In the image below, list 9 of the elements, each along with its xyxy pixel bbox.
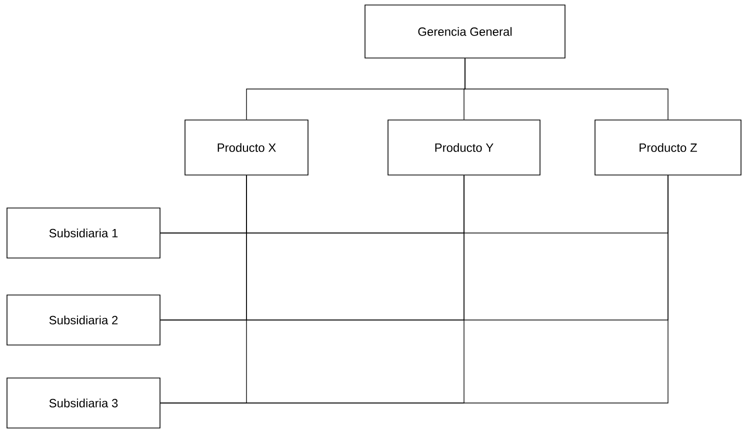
org-box: Subsidiaria 3 (6, 378, 160, 428)
connector-line (464, 58, 668, 120)
org-box: Producto Y (388, 120, 540, 176)
connector-line (160, 175, 668, 404)
org-box: Producto Z (594, 120, 742, 176)
org-box: Gerencia General (364, 4, 566, 58)
org-box: Producto X (184, 120, 308, 176)
org-box: Subsidiaria 1 (6, 208, 160, 258)
org-box: Subsidiaria 2 (6, 294, 160, 346)
